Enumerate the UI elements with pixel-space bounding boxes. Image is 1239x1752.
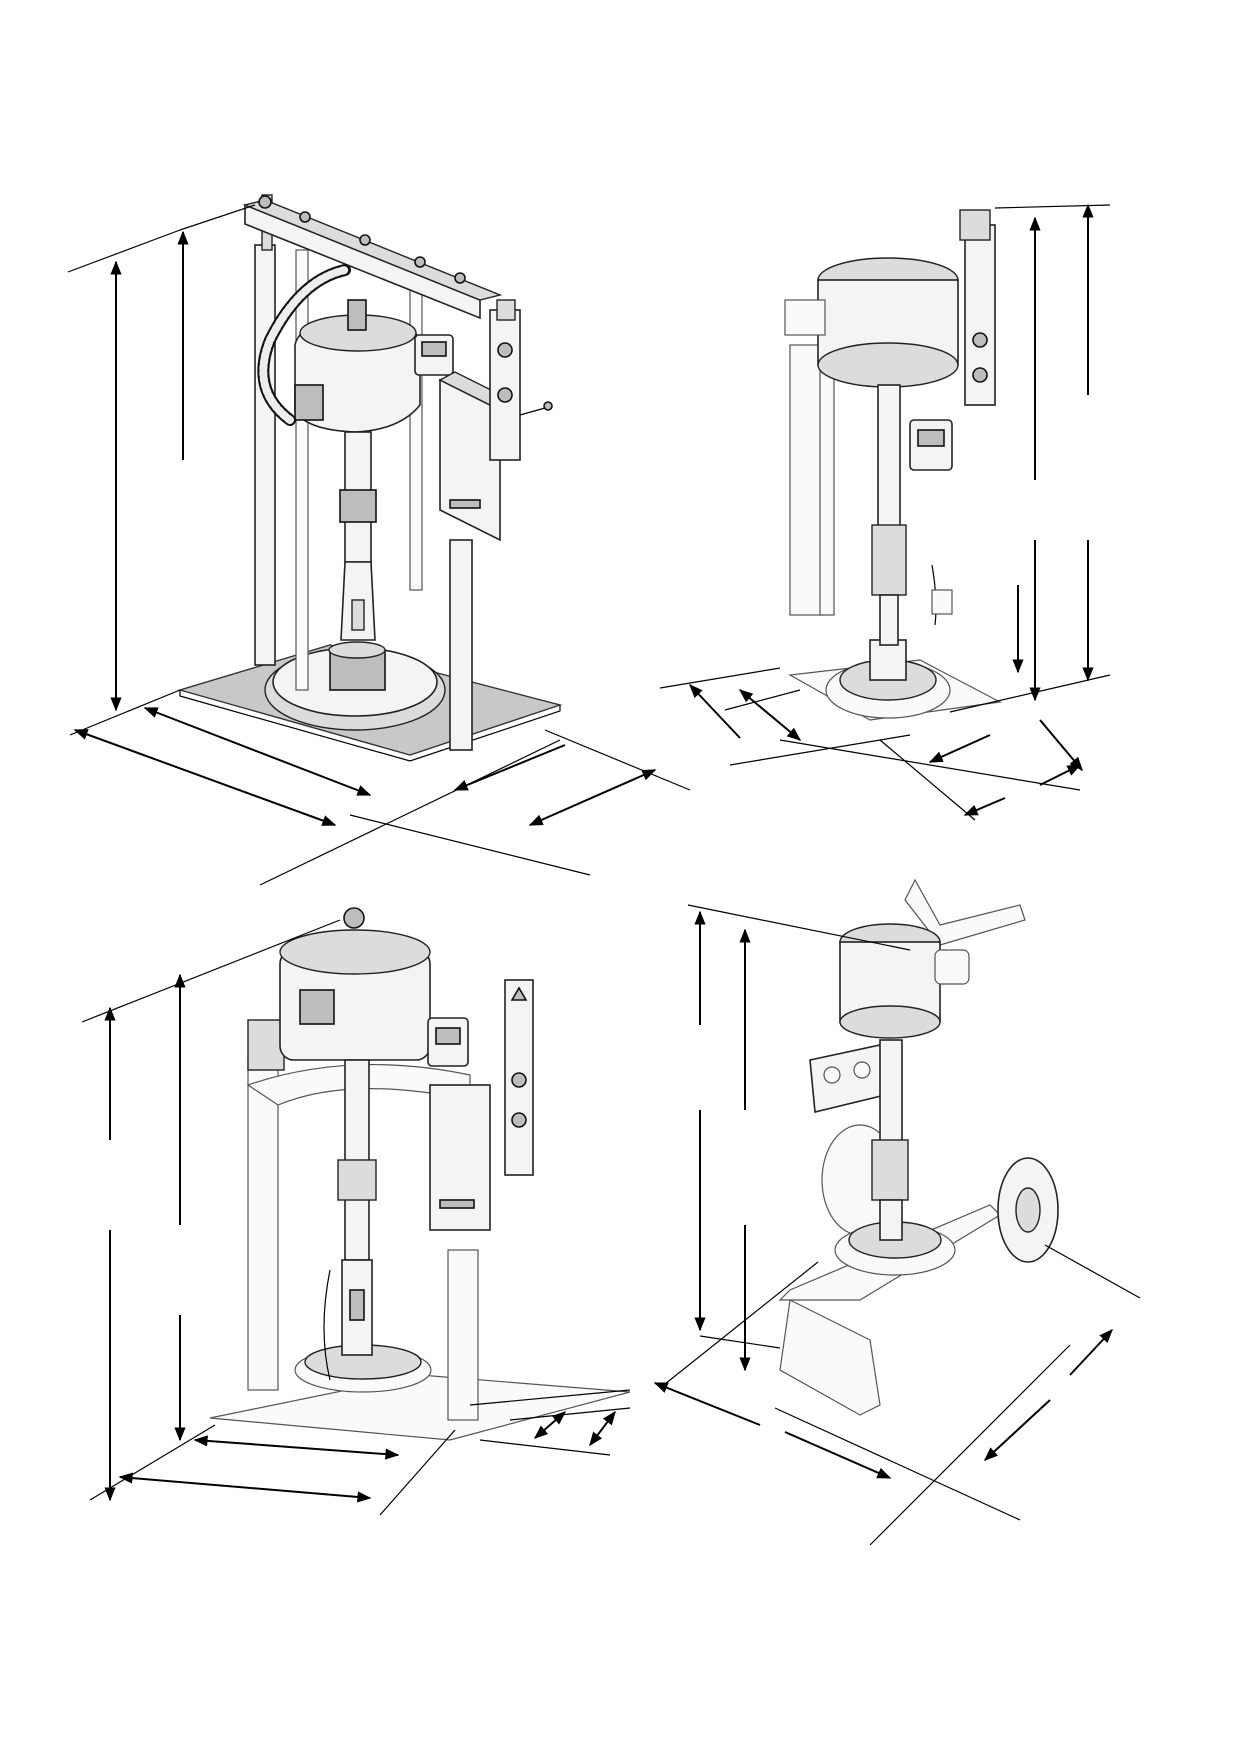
air-control-valves (489, 309, 521, 461)
depth-dimension-inner (533, 1411, 567, 1439)
figure-ram-3in-pump (67, 194, 691, 886)
depth-dimension-outer (589, 1410, 616, 1447)
gauge-icon (299, 989, 335, 1025)
width-dimension-outer (1039, 719, 1083, 772)
cart-frame (779, 1299, 881, 1416)
width-dimension-outer (118, 1472, 372, 1503)
width-dimension-outer (784, 1431, 892, 1479)
figure-ram-d200-pump (81, 907, 631, 1516)
left-post (247, 1059, 279, 1391)
width-dimension-outer (73, 729, 337, 826)
depth-dimension-outer (1069, 1328, 1113, 1376)
figure-wall-mount-pump (659, 203, 1111, 821)
figure-cart-pump (653, 878, 1141, 1546)
pump-shaft (877, 384, 901, 546)
left-post (254, 244, 276, 666)
right-post (449, 539, 473, 751)
wall-bracket (789, 344, 825, 616)
right-post (447, 1249, 479, 1421)
width-dimension-inner (193, 1435, 400, 1460)
depth-dimension-inner (738, 689, 802, 741)
depth-dimension-outer (528, 769, 657, 826)
width-dimension-inner (143, 707, 372, 796)
gauge-icon (823, 1066, 841, 1084)
motor-label-plate (294, 384, 324, 421)
gauge-panel (809, 1044, 886, 1113)
